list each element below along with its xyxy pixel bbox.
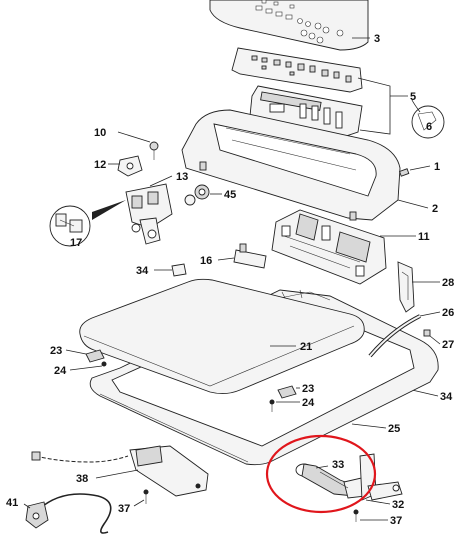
highlight-ring bbox=[265, 434, 377, 514]
part-34-clip-left bbox=[171, 263, 187, 277]
part-12-valve-clip bbox=[117, 155, 143, 177]
part-37-screw-right bbox=[353, 509, 359, 522]
label-13: 13 bbox=[176, 171, 188, 183]
label-45: 45 bbox=[224, 189, 236, 201]
label-6: 6 bbox=[426, 121, 432, 133]
leader-34-right bbox=[411, 389, 439, 397]
label-34-left: 34 bbox=[136, 265, 149, 277]
part-5-control-board-lower bbox=[249, 85, 363, 137]
label-33: 33 bbox=[332, 459, 344, 471]
part-24-screw-left bbox=[101, 361, 107, 367]
leader-10 bbox=[117, 131, 151, 143]
part-23-bumper-right bbox=[277, 385, 297, 399]
label-2: 2 bbox=[432, 203, 438, 215]
label-1: 1 bbox=[434, 161, 440, 173]
leader-37-left bbox=[133, 499, 145, 507]
label-12: 12 bbox=[94, 159, 106, 171]
leader-27 bbox=[429, 335, 441, 345]
label-25: 25 bbox=[388, 423, 400, 435]
leader-25 bbox=[351, 423, 387, 429]
label-38: 38 bbox=[76, 473, 88, 485]
leader-1 bbox=[409, 165, 431, 171]
part-3-control-panel-overlay bbox=[209, 0, 369, 51]
part-16-bracket bbox=[233, 243, 267, 269]
part-2-control-housing bbox=[181, 109, 401, 221]
label-32: 32 bbox=[392, 499, 404, 511]
label-5: 5 bbox=[410, 91, 416, 103]
leader-2 bbox=[397, 199, 429, 209]
part-26-hose bbox=[368, 314, 421, 358]
label-23-left: 23 bbox=[50, 345, 62, 357]
label-21: 21 bbox=[300, 341, 312, 353]
part-6-connector-inset bbox=[411, 99, 445, 139]
leader-5 bbox=[357, 77, 391, 135]
label-37-right: 37 bbox=[390, 515, 402, 527]
part-23-bumper-left bbox=[85, 349, 105, 363]
label-28: 28 bbox=[442, 277, 454, 289]
label-10: 10 bbox=[94, 127, 106, 139]
part-37-screw-left bbox=[143, 489, 149, 504]
part-13-solenoid-valve bbox=[125, 183, 173, 245]
label-27: 27 bbox=[442, 339, 454, 351]
label-16: 16 bbox=[200, 255, 212, 267]
leader-41 bbox=[23, 503, 31, 509]
part-1-screw bbox=[398, 168, 410, 177]
leader-23-left bbox=[65, 349, 87, 355]
part-11-control-module bbox=[271, 209, 387, 285]
part-10-screw bbox=[149, 141, 159, 160]
label-23-right: 23 bbox=[302, 383, 314, 395]
leader-38 bbox=[95, 469, 139, 479]
part-41-power-cord bbox=[25, 493, 112, 534]
label-24-left: 24 bbox=[54, 365, 67, 377]
part-5-control-board-upper bbox=[231, 47, 363, 93]
part-21-lid bbox=[79, 278, 365, 395]
leader-16 bbox=[217, 257, 235, 261]
part-28-side-bracket bbox=[397, 261, 415, 313]
leader-13 bbox=[149, 175, 173, 187]
label-17: 17 bbox=[70, 237, 82, 249]
label-26: 26 bbox=[442, 307, 454, 319]
leader-26 bbox=[419, 311, 441, 317]
label-3: 3 bbox=[374, 33, 380, 45]
leader-24-left bbox=[69, 365, 103, 371]
part-27-clip bbox=[423, 329, 431, 337]
label-34-right: 34 bbox=[440, 391, 453, 403]
label-11: 11 bbox=[418, 231, 430, 243]
part-24-screw-right bbox=[269, 399, 275, 412]
label-37-left: 37 bbox=[118, 503, 130, 515]
label-24-right: 24 bbox=[302, 397, 315, 409]
part-45-filter bbox=[184, 184, 210, 206]
leader-32 bbox=[365, 499, 391, 505]
part-17-connector-inset bbox=[49, 200, 126, 247]
part-32-hose-bracket bbox=[359, 453, 403, 501]
part-38-filter-harness bbox=[31, 445, 209, 497]
label-41: 41 bbox=[6, 497, 18, 509]
leader-33 bbox=[315, 465, 329, 469]
